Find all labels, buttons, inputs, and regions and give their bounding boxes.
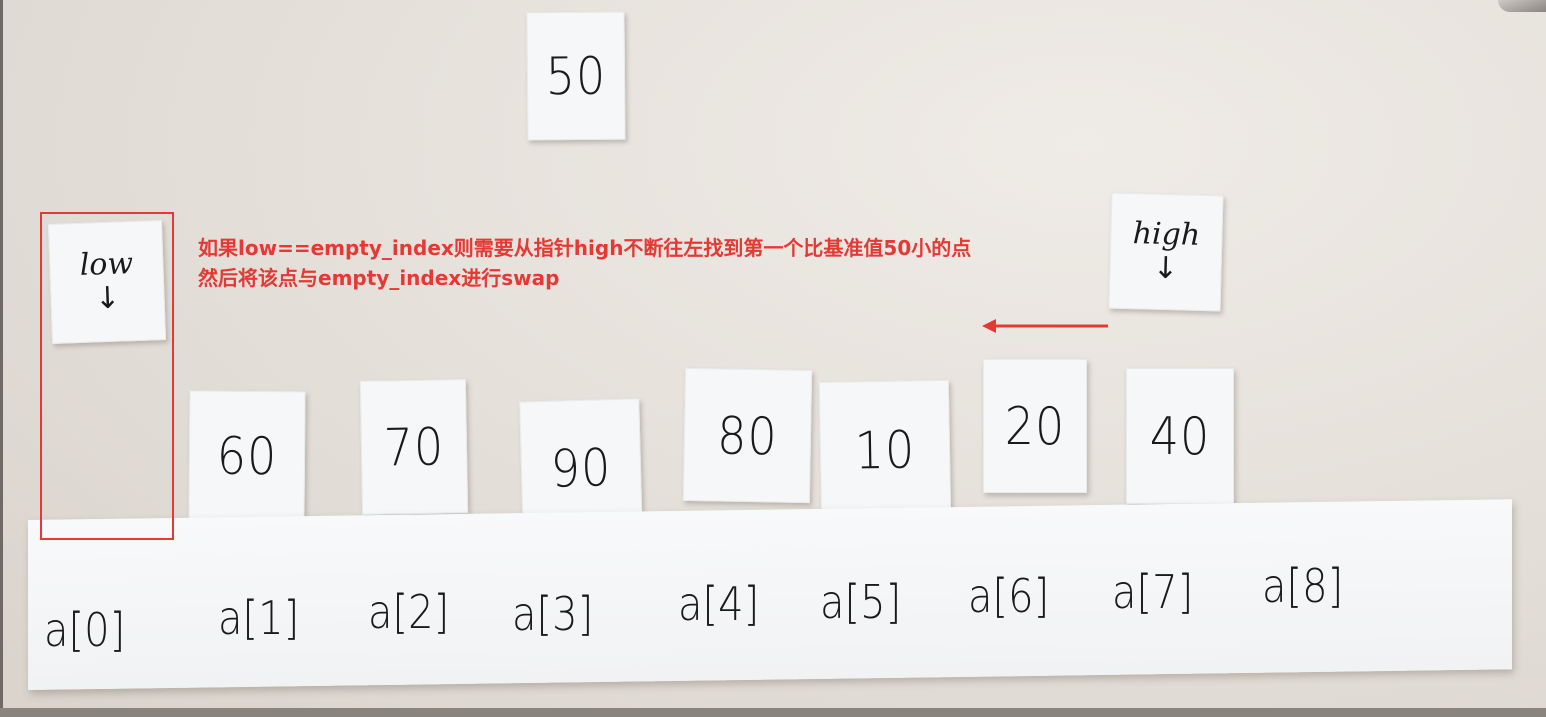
high-pointer-label: high	[1132, 216, 1201, 253]
index-label: a[3]	[512, 588, 594, 642]
index-label: a[8]	[1262, 560, 1344, 614]
value-card: 60	[188, 390, 306, 522]
card-value: 70	[383, 416, 445, 478]
index-label: a[0]	[44, 604, 126, 658]
index-label: a[6]	[968, 570, 1050, 624]
table-left-edge	[0, 0, 3, 717]
card-value: 90	[549, 436, 613, 500]
annotation-line-2: 然后将该点与empty_index进行swap	[198, 266, 560, 290]
card-value: 40	[1149, 405, 1211, 467]
value-card: 20	[983, 359, 1087, 493]
pivot-value: 50	[545, 45, 607, 107]
annotation-line-1: 如果low==empty_index则需要从指针high不断往左找到第一个比基准…	[198, 236, 972, 260]
down-arrow-icon: ↓	[1152, 250, 1179, 287]
left-arrow-icon	[982, 319, 1108, 333]
low-highlight-box	[40, 212, 174, 540]
pivot-card: 50	[526, 11, 626, 141]
pen-object	[1498, 0, 1546, 12]
card-value: 20	[1004, 395, 1066, 457]
value-card: 80	[682, 367, 813, 504]
index-label: a[5]	[820, 576, 902, 630]
card-value: 10	[854, 419, 916, 481]
index-label: a[4]	[678, 578, 760, 632]
card-value: 60	[216, 425, 278, 487]
high-pointer-card: high ↓	[1108, 192, 1224, 312]
card-value: 80	[716, 404, 779, 467]
value-card: 70	[359, 379, 469, 515]
value-card: 10	[818, 379, 952, 521]
index-label: a[2]	[368, 586, 450, 640]
table-bottom-edge	[0, 708, 1546, 717]
index-label: a[1]	[218, 592, 300, 646]
value-card: 40	[1126, 368, 1234, 504]
index-label: a[7]	[1112, 566, 1194, 620]
